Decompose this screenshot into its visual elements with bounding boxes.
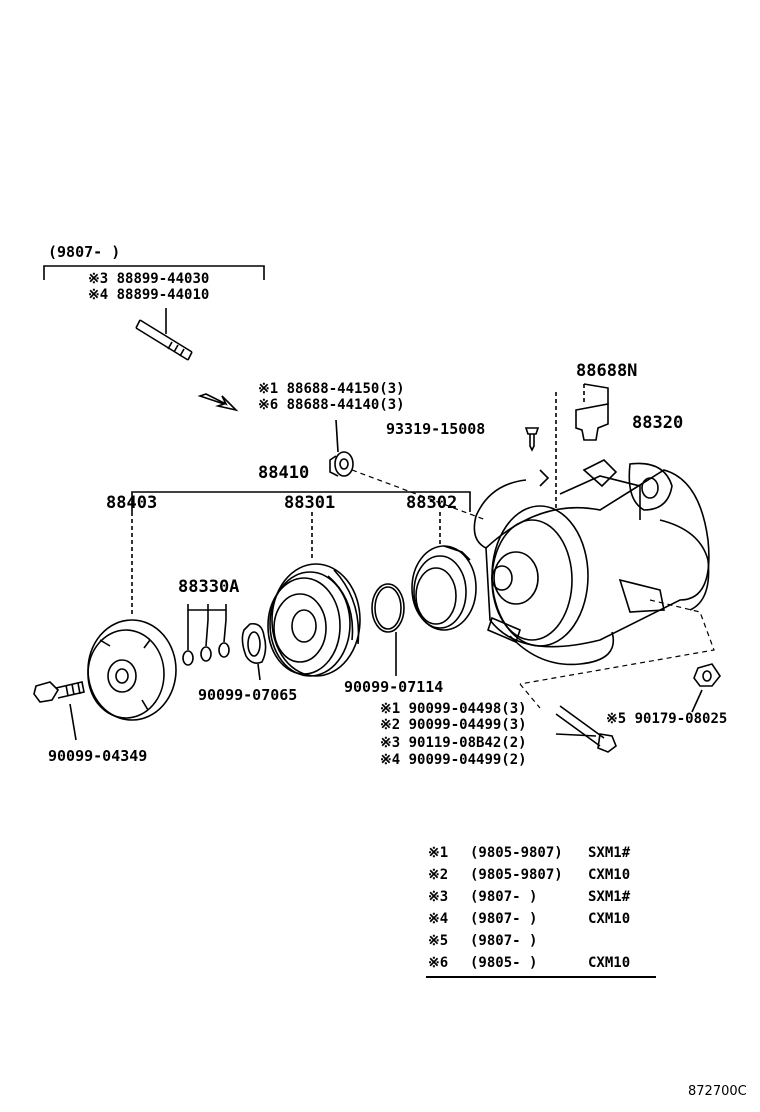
pulley-icon — [267, 563, 361, 677]
part-88410: 88410 — [258, 463, 310, 483]
pressure-plate-icon — [87, 619, 177, 721]
part-90099-07114: 90099-07114 — [344, 678, 444, 696]
part-93319-15008: 93319-15008 — [386, 420, 486, 438]
hex-bolt-icon — [33, 681, 85, 741]
part-90099-04349: 90099-04349 — [48, 747, 148, 765]
part-90179-08025: ※5 90179-08025 — [606, 711, 728, 727]
applicability-notes: ※1(9805-9807)SXM1# ※2(9805-9807)CXM10 ※3… — [428, 842, 656, 974]
note-row: ※6(9805- )CXM10 — [428, 955, 631, 971]
part-88688-44140: ※6 88688-44140(3) — [258, 397, 405, 413]
compressor-icon — [473, 459, 710, 666]
part-88403: 88403 — [106, 493, 158, 513]
part-88899-44030: ※3 88899-44030 — [88, 271, 210, 287]
stud-bolt-icon — [135, 308, 193, 361]
part-90119-08B42: ※3 90119-08B42(2) — [380, 735, 527, 751]
shim-icon — [182, 604, 230, 666]
part-88899-44010: ※4 88899-44010 — [88, 287, 210, 303]
mount-bracket-icon — [555, 383, 609, 508]
note-row: ※5(9807- ) — [428, 933, 538, 949]
part-88302: 88302 — [406, 493, 458, 513]
part-88301: 88301 — [284, 493, 336, 513]
part-90099-04499-b: ※4 90099-04499(2) — [380, 752, 527, 768]
note-row: ※3(9807- )SXM1# — [428, 889, 631, 905]
part-90099-04499-a: ※2 90099-04499(3) — [380, 717, 527, 733]
hex-nut-icon — [691, 663, 721, 713]
top-bracket-range: (9807- ) — [48, 243, 121, 261]
part-90099-07065: 90099-07065 — [198, 686, 298, 704]
note-row: ※2(9805-9807)CXM10 — [428, 867, 631, 883]
snap-ring-icon — [241, 622, 267, 681]
through-bolt-icon — [555, 705, 617, 753]
notes-divider — [426, 976, 656, 978]
part-88320: 88320 — [632, 413, 684, 433]
note-row: ※1(9805-9807)SXM1# — [428, 845, 631, 861]
part-88688N: 88688N — [576, 361, 638, 381]
kit-bracket — [131, 491, 471, 616]
part-88688-44150: ※1 88688-44150(3) — [258, 381, 405, 397]
illustration-code: 872700C — [688, 1084, 747, 1099]
arrow-icon — [197, 393, 239, 412]
note-row: ※4(9807- )CXM10 — [428, 911, 631, 927]
screw-icon — [524, 427, 540, 452]
part-90099-04498: ※1 90099-04498(3) — [380, 701, 527, 717]
field-coil-icon — [411, 545, 477, 631]
snap-ring-icon — [371, 583, 405, 676]
part-88330A: 88330A — [178, 577, 240, 597]
bushing-icon — [329, 419, 354, 477]
top-bracket — [43, 265, 265, 280]
leader-lines — [351, 469, 715, 709]
